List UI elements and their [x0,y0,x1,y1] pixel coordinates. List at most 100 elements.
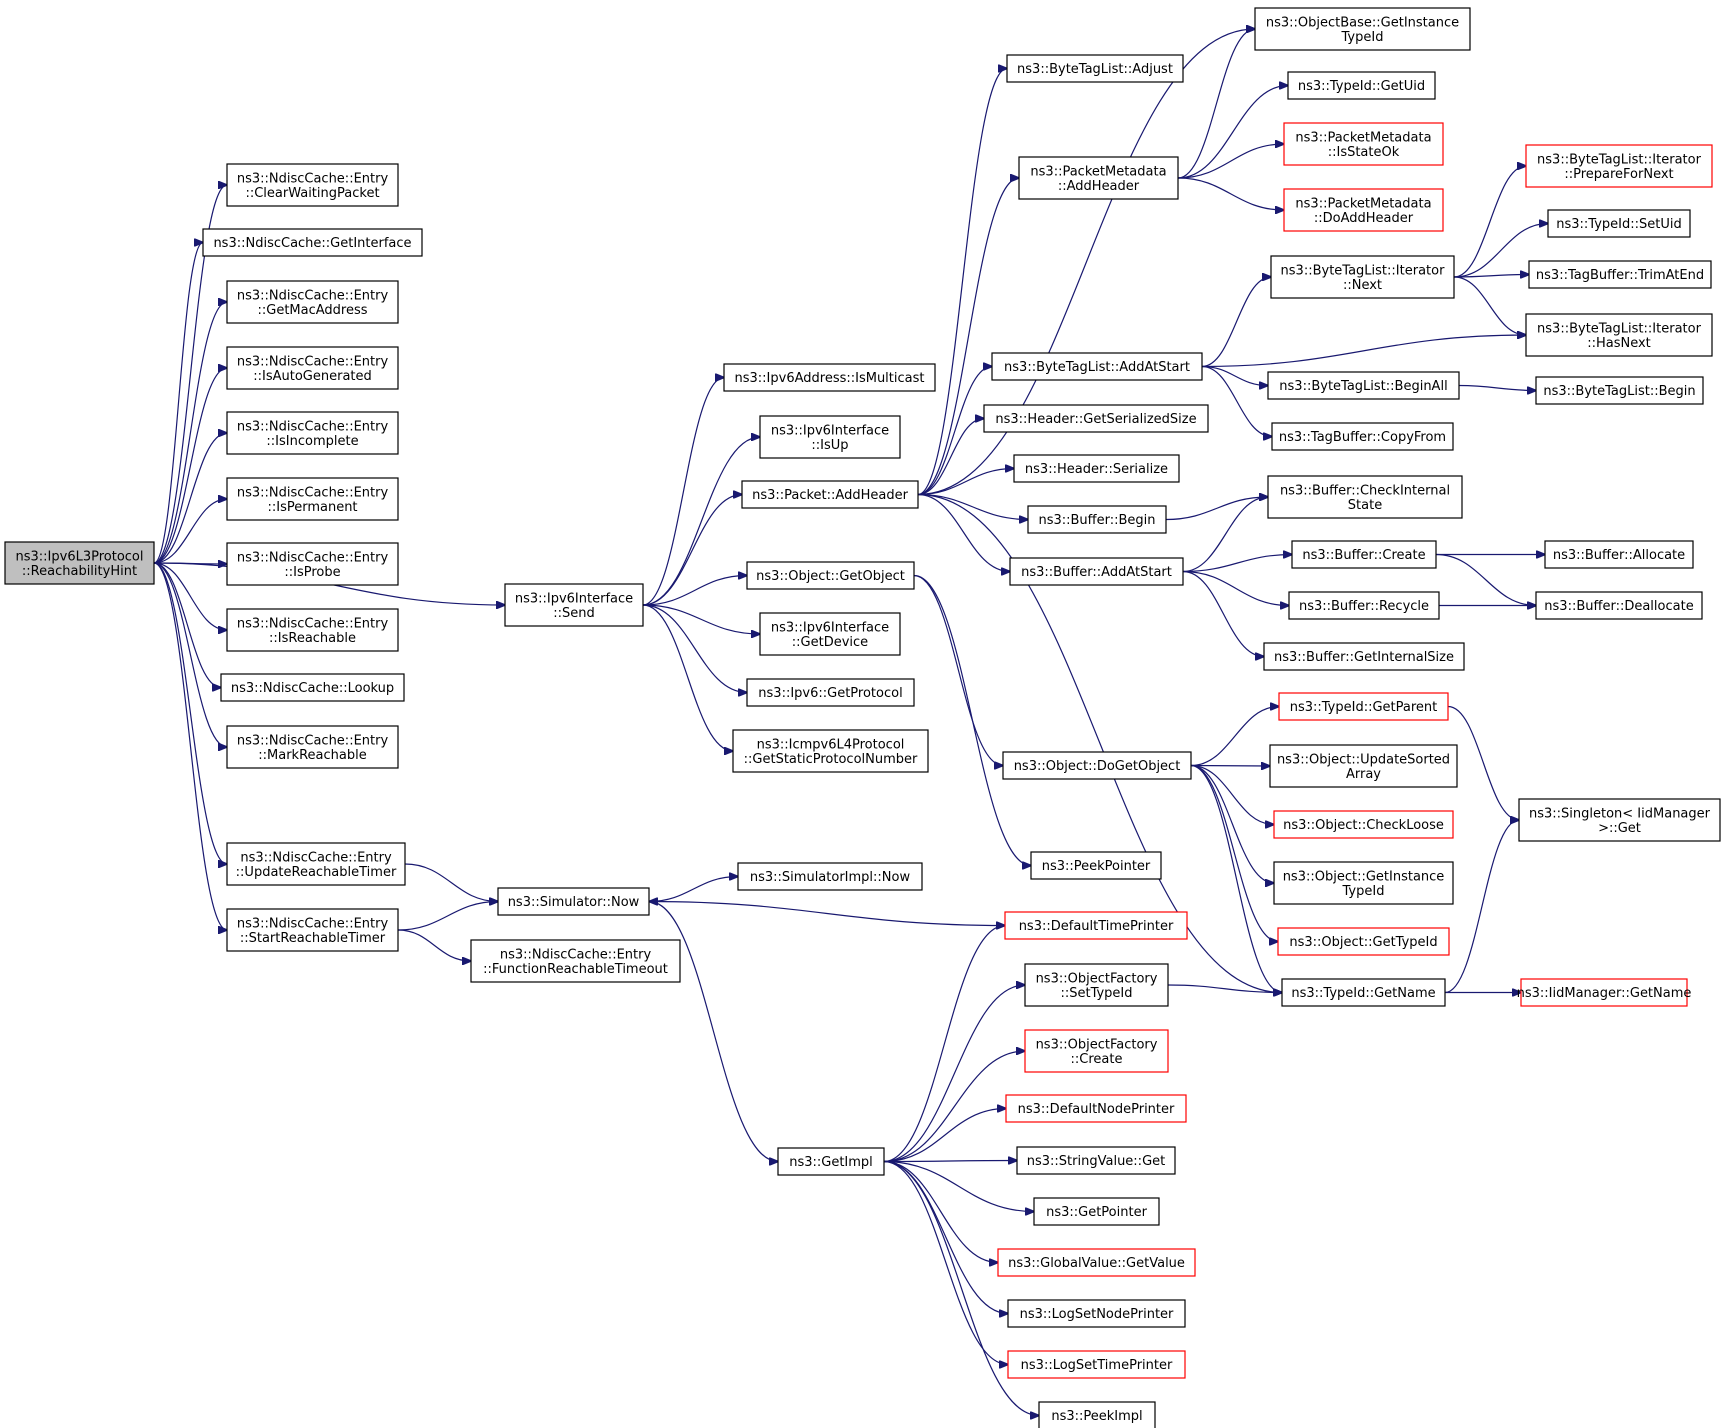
graph-node-defTimePrinter[interactable]: ns3::DefaultTimePrinter [1004,911,1188,940]
edge-objGetObject-to-peekPointer [913,574,1031,866]
node-label-line: ns3::NdiscCache::Entry [237,550,389,565]
node-label-line: ::FunctionReachableTimeout [483,962,668,977]
graph-node-isIncomplete[interactable]: ns3::NdiscCache::Entry::IsIncomplete [226,411,399,455]
graph-node-strValueGet[interactable]: ns3::StringValue::Get [1016,1146,1176,1175]
graph-node-btlAdjust[interactable]: ns3::ByteTagList::Adjust [1006,54,1184,83]
graph-node-logSetTimePrinter[interactable]: ns3::LogSetTimePrinter [1007,1350,1186,1379]
node-box [1030,851,1162,880]
graph-node-peekImpl[interactable]: ns3::PeekImpl [1038,1401,1156,1428]
graph-node-tidGetName[interactable]: ns3::TypeId::GetName [1281,978,1446,1007]
graph-node-pmAddHeader[interactable]: ns3::PacketMetadata::AddHeader [1018,156,1179,200]
edge-root-to-startReachTimer [153,562,227,930]
graph-node-tbCopyFrom[interactable]: ns3::TagBuffer::CopyFrom [1271,422,1454,451]
graph-node-updateReachTimer[interactable]: ns3::NdiscCache::Entry::UpdateReachableT… [226,842,406,886]
edge-root-to-isReachable [153,562,227,630]
graph-node-lookup[interactable]: ns3::NdiscCache::Lookup [220,673,405,702]
graph-node-tbTrimAtEnd[interactable]: ns3::TagBuffer::TrimAtEnd [1528,260,1712,289]
graph-node-tidSetUid[interactable]: ns3::TypeId::SetUid [1547,209,1691,238]
graph-node-simNow[interactable]: ns3::Simulator::Now [497,887,650,916]
graph-node-btlBegin[interactable]: ns3::ByteTagList::Begin [1535,376,1704,405]
graph-node-isProbe[interactable]: ns3::NdiscCache::Entry::IsProbe [226,542,399,586]
graph-node-btlAddAtStart[interactable]: ns3::ByteTagList::AddAtStart [991,352,1203,381]
graph-node-isMulticast[interactable]: ns3::Ipv6Address::IsMulticast [723,363,936,392]
graph-node-peekPointer[interactable]: ns3::PeekPointer [1030,851,1162,880]
node-label-line: ns3::Buffer::AddAtStart [1021,565,1172,580]
edge-root-to-isPermanent [153,499,227,564]
graph-node-hdrGetSerSize[interactable]: ns3::Header::GetSerializedSize [983,404,1209,433]
graph-node-ofCreate[interactable]: ns3::ObjectFactory::Create [1024,1029,1169,1073]
graph-node-objGetObject[interactable]: ns3::Object::GetObject [746,561,915,590]
edge-btliNext-to-btliPrepare [1453,166,1526,278]
graph-node-objCheckLoose[interactable]: ns3::Object::CheckLoose [1273,810,1454,839]
node-label-line: ns3::NdiscCache::Entry [237,616,389,631]
node-label-line: ns3::TypeId::GetParent [1290,700,1438,715]
graph-node-bufBegin[interactable]: ns3::Buffer::Begin [1027,505,1167,534]
edge-root-to-isIncomplete [153,433,227,564]
graph-node-singletonGet[interactable]: ns3::Singleton< IidManager>::Get [1518,798,1721,842]
graph-node-btliNext[interactable]: ns3::ByteTagList::Iterator::Next [1270,255,1455,299]
graph-node-btlBeginAll[interactable]: ns3::ByteTagList::BeginAll [1267,371,1460,400]
node-label-line: ::UpdateReachableTimer [236,865,397,880]
graph-node-bufRecycle[interactable]: ns3::Buffer::Recycle [1288,591,1440,620]
graph-node-pktAddHeader[interactable]: ns3::Packet::AddHeader [741,480,919,509]
graph-node-isReachable[interactable]: ns3::NdiscCache::Entry::IsReachable [226,608,399,652]
node-label-line: ns3::TagBuffer::TrimAtEnd [1536,268,1704,283]
graph-node-defNodePrinter[interactable]: ns3::DefaultNodePrinter [1005,1094,1187,1123]
graph-node-getPointer[interactable]: ns3::GetPointer [1033,1197,1160,1226]
graph-node-getImpl[interactable]: ns3::GetImpl [777,1147,885,1176]
graph-node-tidGetParent[interactable]: ns3::TypeId::GetParent [1278,692,1449,721]
edge-pktAddHeader-to-pmAddHeader [917,178,1019,496]
graph-node-gvGetValue[interactable]: ns3::GlobalValue::GetValue [997,1248,1196,1277]
graph-node-ifGetDevice[interactable]: ns3::Ipv6Interface::GetDevice [759,612,901,656]
graph-node-logSetNodePrinter[interactable]: ns3::LogSetNodePrinter [1007,1299,1186,1328]
edge-getImpl-to-strValueGet [883,1161,1017,1162]
graph-node-objGetTypeId[interactable]: ns3::Object::GetTypeId [1277,927,1450,956]
graph-node-bufCreate[interactable]: ns3::Buffer::Create [1291,540,1437,569]
node-label-line: ns3::PacketMetadata [1030,164,1166,179]
graph-node-objDoGetObject[interactable]: ns3::Object::DoGetObject [1002,751,1192,780]
node-box [1267,475,1463,519]
graph-node-ipv6GetProtocol[interactable]: ns3::Ipv6::GetProtocol [746,678,915,707]
edge-ofSetTypeId-to-tidGetName [1167,984,1282,993]
graph-node-getInterface[interactable]: ns3::NdiscCache::GetInterface [202,228,423,257]
graph-node-startReachTimer[interactable]: ns3::NdiscCache::Entry::StartReachableTi… [226,908,399,952]
graph-node-isAutoGen[interactable]: ns3::NdiscCache::Entry::IsAutoGenerated [226,346,399,390]
graph-node-bufAddAtStart[interactable]: ns3::Buffer::AddAtStart [1009,557,1184,586]
graph-node-iidGetName[interactable]: ns3::IidManager::GetName [1517,978,1692,1007]
graph-node-btliHasNext[interactable]: ns3::ByteTagList::Iterator::HasNext [1525,313,1713,357]
node-box [723,363,936,392]
edge-pmAddHeader-to-pmDoAddHeader [1177,177,1284,210]
graph-node-pmIsStateOk[interactable]: ns3::PacketMetadata::IsStateOk [1283,122,1444,166]
node-box [997,1248,1196,1277]
graph-node-clearWaiting[interactable]: ns3::NdiscCache::Entry::ClearWaitingPack… [226,163,399,207]
graph-node-markReachable[interactable]: ns3::NdiscCache::Entry::MarkReachable [226,725,399,769]
graph-node-ifSend[interactable]: ns3::Ipv6Interface::Send [504,583,644,627]
node-box [1544,540,1694,569]
graph-node-bufAllocate[interactable]: ns3::Buffer::Allocate [1544,540,1694,569]
graph-node-ofSetTypeId[interactable]: ns3::ObjectFactory::SetTypeId [1024,963,1169,1007]
node-label-line: ns3::Icmpv6L4Protocol [757,737,905,752]
edge-getImpl-to-defTimePrinter [883,926,1005,1163]
graph-node-hdrSerialize[interactable]: ns3::Header::Serialize [1013,454,1180,483]
graph-node-icmpGetStatic[interactable]: ns3::Icmpv6L4Protocol::GetStaticProtocol… [732,729,929,773]
graph-node-pmDoAddHeader[interactable]: ns3::PacketMetadata::DoAddHeader [1283,188,1444,232]
edge-getImpl-to-ofCreate [883,1051,1025,1163]
graph-node-funcReachTimeout[interactable]: ns3::NdiscCache::Entry::FunctionReachabl… [470,939,681,983]
node-label-line: ::IsPermanent [267,500,357,515]
graph-node-bufGetInternalSize[interactable]: ns3::Buffer::GetInternalSize [1263,642,1465,671]
edge-btlAddAtStart-to-btliNext [1201,277,1271,368]
graph-node-root[interactable]: ns3::Ipv6L3Protocol::ReachabilityHint [4,541,155,585]
graph-node-simImplNow[interactable]: ns3::SimulatorImpl::Now [737,862,923,891]
graph-node-btliPrepare[interactable]: ns3::ByteTagList::Iterator::PrepareForNe… [1525,144,1713,188]
graph-node-bufDeallocate[interactable]: ns3::Buffer::Deallocate [1535,591,1703,620]
graph-node-isPermanent[interactable]: ns3::NdiscCache::Entry::IsPermanent [226,477,399,521]
graph-node-getMac[interactable]: ns3::NdiscCache::Entry::GetMacAddress [226,280,399,324]
node-box [759,415,901,459]
node-box [226,542,399,586]
graph-node-ifIsUp[interactable]: ns3::Ipv6Interface::IsUp [759,415,901,459]
graph-node-typeIdGetUid[interactable]: ns3::TypeId::GetUid [1287,71,1436,100]
